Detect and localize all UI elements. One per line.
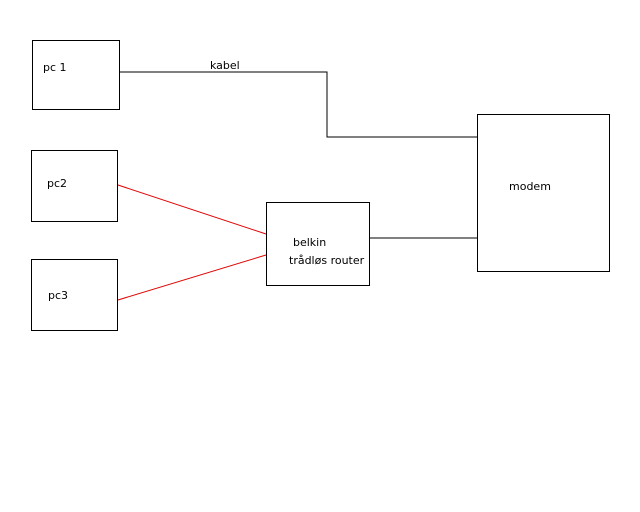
modem-label: modem bbox=[509, 180, 551, 193]
router-label-type: trådløs router bbox=[289, 254, 365, 267]
pc2-label: pc2 bbox=[47, 177, 68, 190]
modem-box: modem bbox=[477, 114, 610, 272]
wireless-link-pc2-router bbox=[117, 184, 267, 235]
pc1-box: pc 1 bbox=[32, 40, 120, 110]
cable-label: kabel bbox=[210, 59, 240, 72]
router-box: belkin trådløs router bbox=[266, 202, 370, 286]
pc3-label: pc3 bbox=[48, 289, 69, 302]
router-label-brand: belkin bbox=[293, 236, 327, 249]
pc2-box: pc2 bbox=[31, 150, 118, 222]
wireless-link-pc3-router bbox=[117, 254, 267, 301]
pc1-label: pc 1 bbox=[43, 61, 67, 74]
cable-pc1-modem bbox=[119, 71, 478, 138]
pc3-box: pc3 bbox=[31, 259, 118, 331]
